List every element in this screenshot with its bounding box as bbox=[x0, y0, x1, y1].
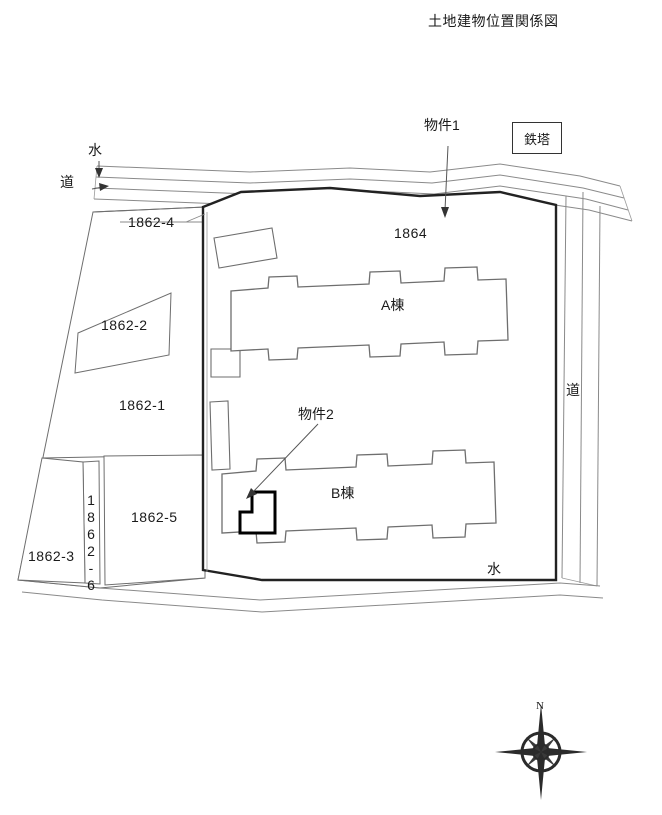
accessory-structure-mid bbox=[210, 348, 241, 378]
parcel-1862-2-shape bbox=[74, 292, 172, 374]
page-title: 土地建物位置関係図 bbox=[428, 13, 559, 29]
annotation-road-top: 道 bbox=[60, 174, 74, 190]
building-label-b: B棟 bbox=[331, 485, 355, 501]
annotation-property-1: 物件1 bbox=[424, 117, 460, 133]
property-2-highlight-unit bbox=[238, 490, 277, 535]
annotation-road-right: 道 bbox=[566, 382, 580, 398]
parcel-label-1864: 1864 bbox=[394, 225, 428, 241]
parcel-label-1862-2: 1862-2 bbox=[101, 317, 148, 333]
parcel-1862-4-edge bbox=[92, 206, 206, 213]
parcel-1862-4-tick bbox=[185, 213, 206, 223]
tower-box: 鉄塔 bbox=[512, 122, 562, 154]
parcel-label-1862-4: 1862-4 bbox=[128, 214, 175, 230]
compass-rose bbox=[495, 704, 587, 800]
parcel-label-1862-1: 1862-1 bbox=[119, 397, 166, 413]
parcel-label-1862-6: 1862-6 bbox=[83, 492, 99, 594]
water-top-leader bbox=[95, 161, 103, 178]
parcel-label-1862-3: 1862-3 bbox=[28, 548, 75, 564]
road-top-leader bbox=[91, 183, 109, 191]
parcel-1862-5-shape bbox=[103, 454, 206, 586]
building-b-footprint bbox=[221, 449, 497, 544]
annotation-water-top: 水 bbox=[88, 142, 102, 158]
parcel-1862-3-shape bbox=[17, 457, 86, 584]
accessory-structure-north bbox=[213, 227, 278, 269]
parcel-label-1862-5: 1862-5 bbox=[131, 509, 178, 525]
right-road-lines bbox=[561, 191, 601, 587]
accessory-structure-west bbox=[209, 400, 231, 471]
property-1-leader bbox=[441, 145, 449, 218]
annotation-property-2: 物件2 bbox=[298, 406, 334, 422]
building-a-footprint bbox=[230, 266, 509, 361]
building-label-a: A棟 bbox=[381, 297, 405, 313]
right-road-end-tick bbox=[561, 577, 598, 587]
property-2-leader bbox=[246, 423, 319, 499]
annotation-water-bottom: 水 bbox=[487, 561, 501, 577]
compass-north-label: N bbox=[536, 700, 544, 712]
annotation-tower: 鉄塔 bbox=[523, 131, 550, 147]
